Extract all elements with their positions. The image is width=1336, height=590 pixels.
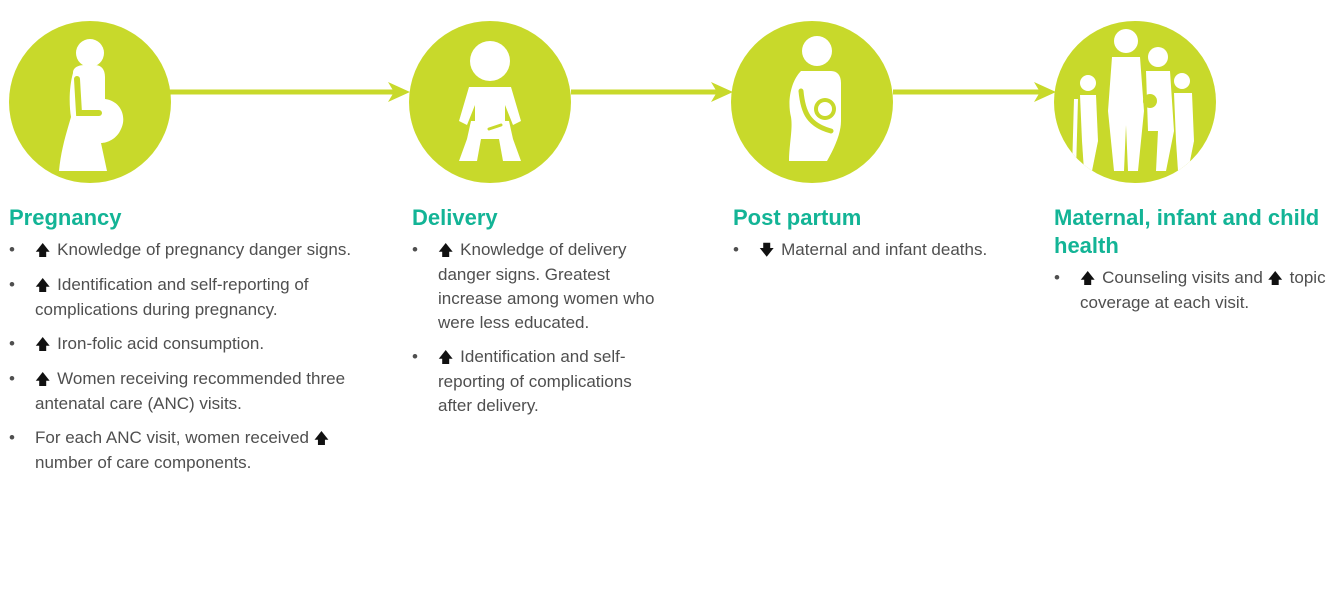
up-arrow-icon: 🡅: [1080, 270, 1096, 287]
baby-icon: [459, 41, 521, 161]
stage-pregnancy: Pregnancy •🡅 Knowledge of pregnancy dang…: [9, 204, 364, 485]
family-icon: [1072, 29, 1194, 172]
list-item: •🡅 Knowledge of pregnancy danger signs.: [9, 240, 352, 259]
down-arrow-icon: 🡇: [759, 242, 775, 259]
stage-list: •🡅 Counseling visits and 🡅 topic coverag…: [1054, 266, 1330, 315]
up-arrow-icon: 🡅: [313, 430, 330, 447]
list-item: •🡅 Identification and self-reporting of …: [412, 347, 632, 415]
stage-list: •🡇 Maternal and infant deaths.: [733, 238, 1003, 263]
up-arrow-icon: 🡅: [35, 242, 51, 259]
delivery-circle: [409, 21, 571, 183]
stage-title: Maternal, infant and child health: [1054, 205, 1320, 258]
up-arrow-icon: 🡅: [35, 371, 51, 388]
stage-delivery: Delivery •🡅 Knowledge of delivery danger…: [412, 204, 662, 428]
pregnancy-circle: [9, 21, 171, 183]
up-arrow-icon: 🡅: [35, 336, 51, 353]
up-arrow-icon: 🡅: [438, 349, 454, 366]
stage-post-partum: Post partum •🡇 Maternal and infant death…: [733, 204, 1003, 273]
stage-family-health: Maternal, infant and child health •🡅 Cou…: [1054, 204, 1330, 325]
mother-holding-baby-icon: [789, 36, 841, 161]
stage-list: •🡅 Knowledge of delivery danger signs. G…: [412, 238, 662, 418]
list-item: •🡅 Counseling visits and 🡅 topic coverag…: [1054, 268, 1326, 312]
up-arrow-icon: 🡅: [35, 277, 51, 294]
list-item: •🡇 Maternal and infant deaths.: [733, 240, 988, 259]
list-item: •🡅 Identification and self-reporting of …: [9, 275, 309, 319]
up-arrow-icon: 🡅: [1267, 270, 1283, 287]
stage-title: Post partum: [733, 205, 862, 230]
post-partum-circle: [731, 21, 893, 183]
up-arrow-icon: 🡅: [438, 242, 454, 259]
arrow-pregnancy-to-delivery: [170, 82, 410, 102]
arrow-delivery-to-postpartum: [571, 82, 733, 102]
arrow-postpartum-to-family: [893, 82, 1056, 102]
list-item: •🡅 Iron-folic acid consumption.: [9, 334, 265, 353]
list-item: •🡅 Knowledge of delivery danger signs. G…: [412, 240, 655, 332]
stage-title: Delivery: [412, 205, 498, 230]
list-item: •🡅 Women receiving recommended three ant…: [9, 369, 346, 413]
stage-title: Pregnancy: [9, 205, 122, 230]
stage-list: •🡅 Knowledge of pregnancy danger signs. …: [9, 238, 364, 475]
family-circle: [1054, 21, 1216, 183]
pregnant-woman-icon: [59, 39, 124, 171]
list-item: •For each ANC visit, women received 🡅 nu…: [9, 428, 330, 472]
